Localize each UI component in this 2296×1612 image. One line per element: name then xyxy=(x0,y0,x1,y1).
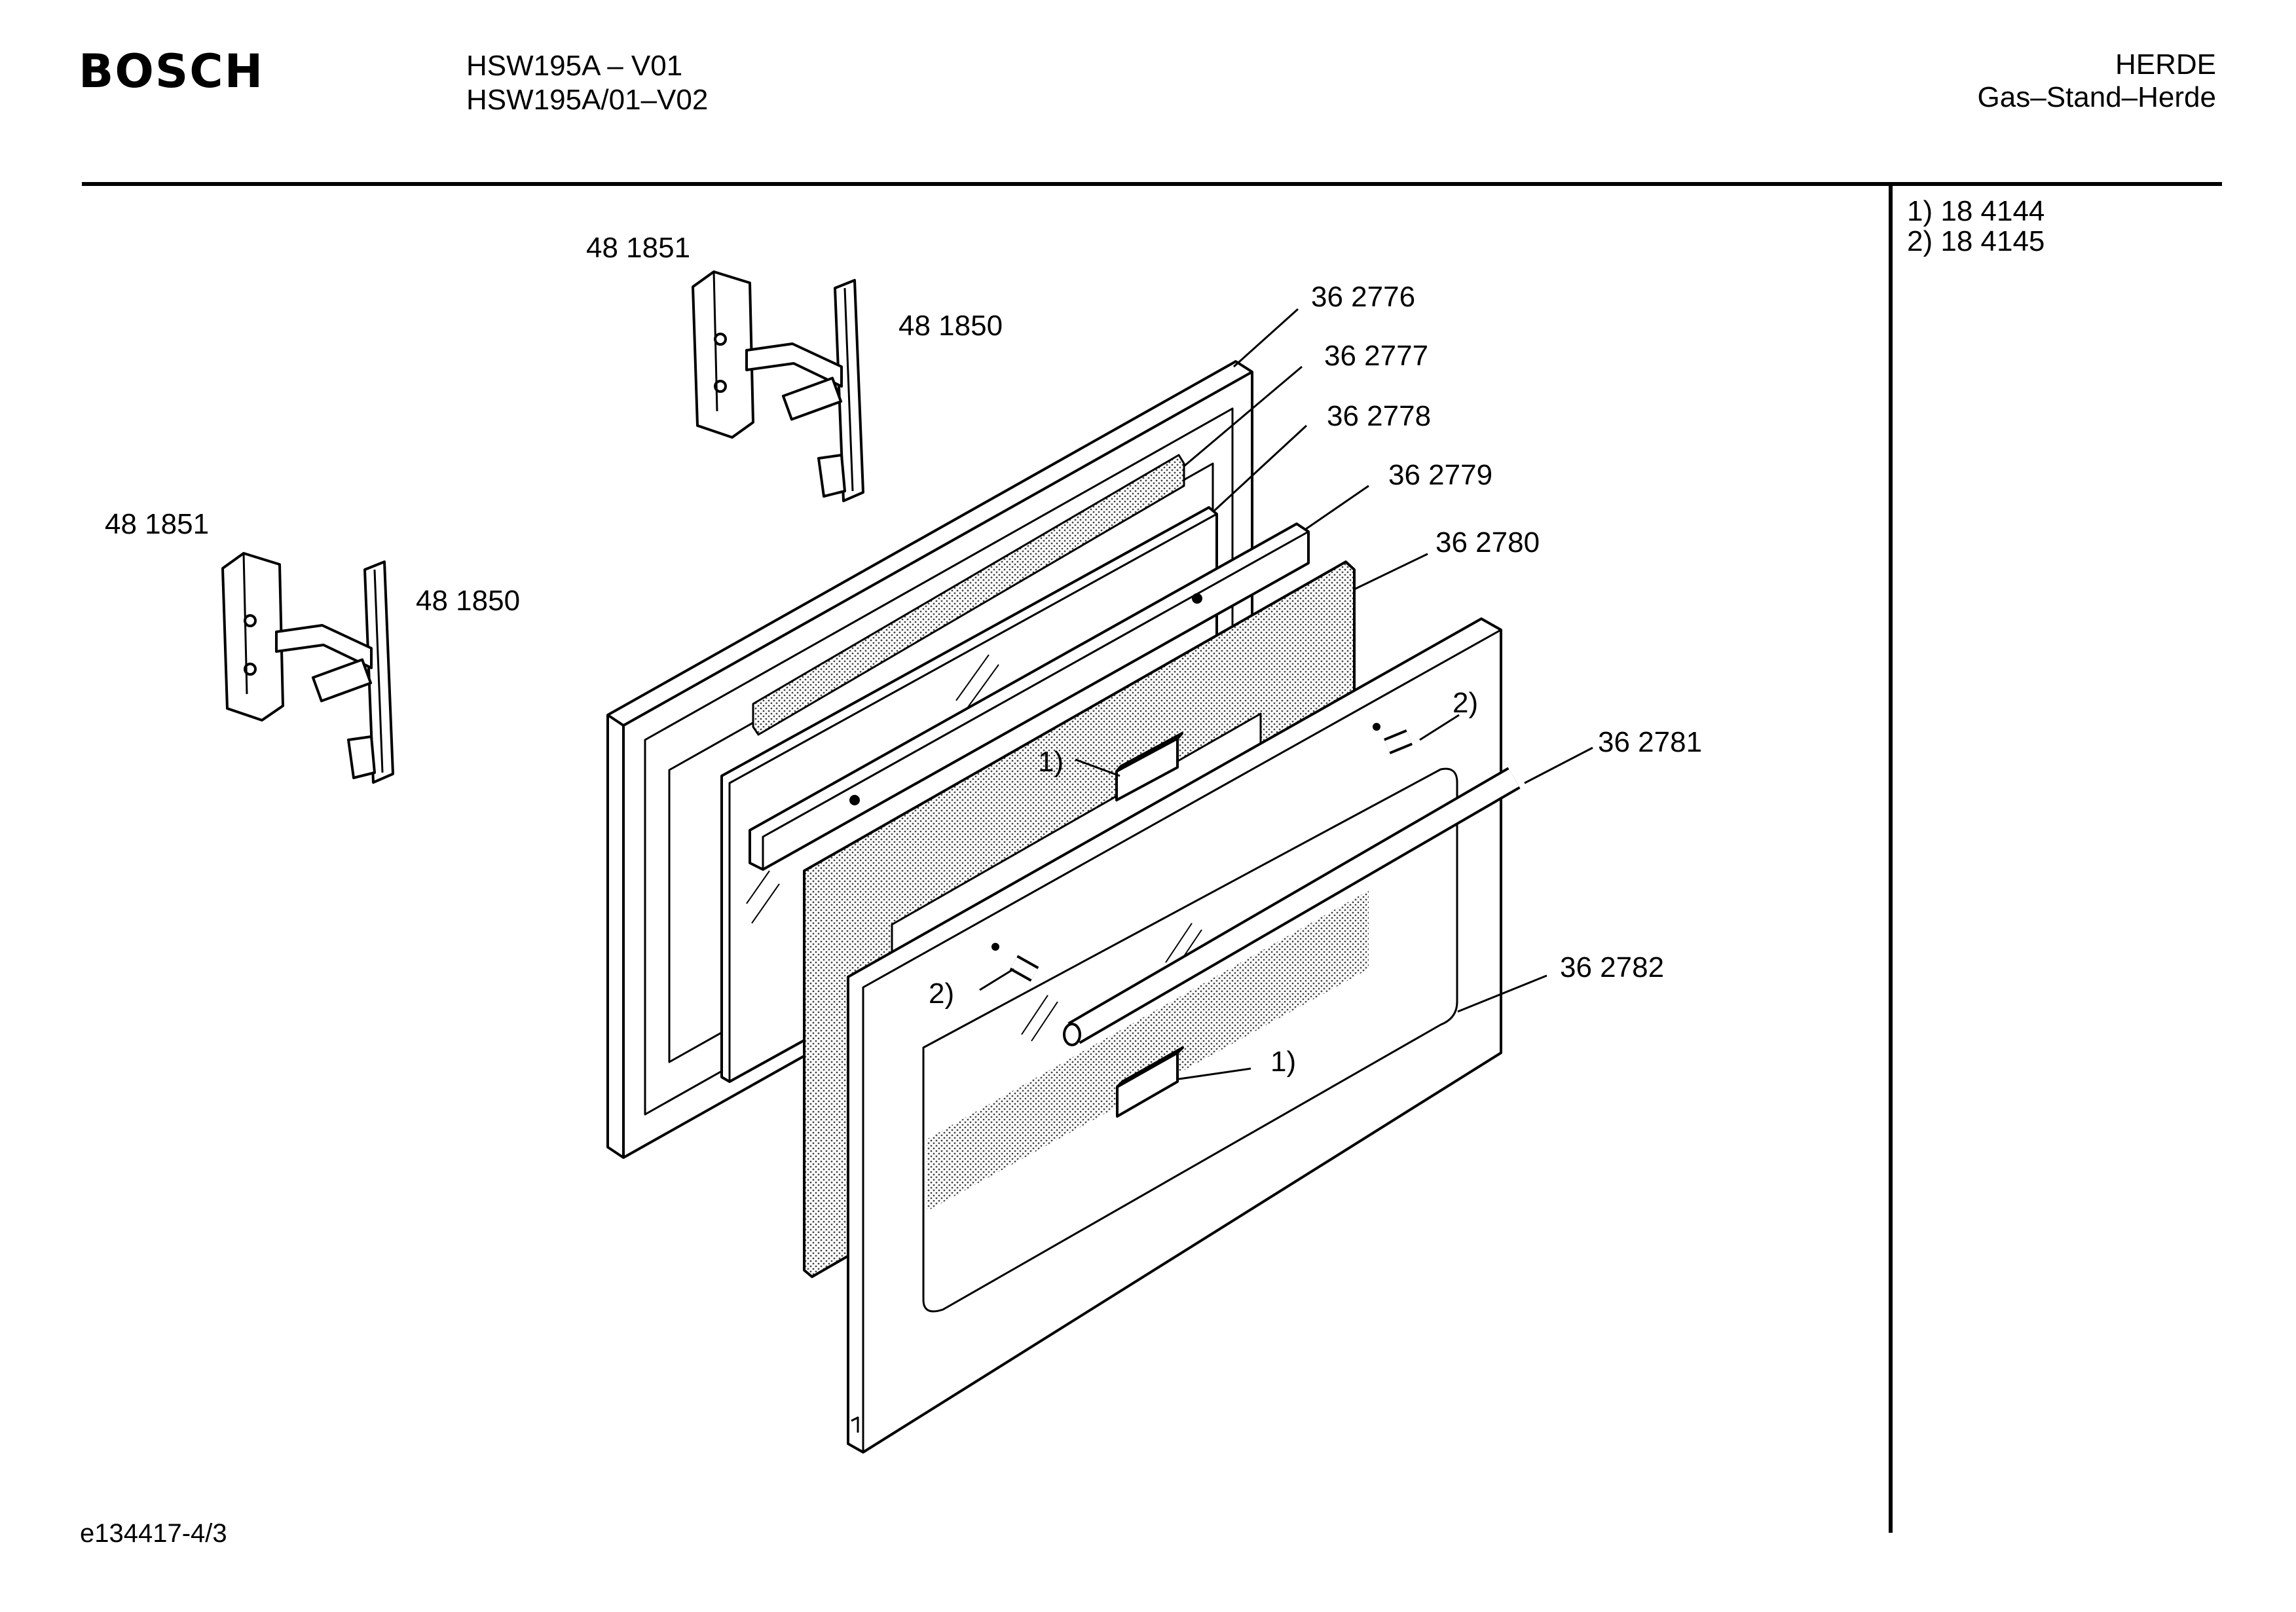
label-hinge-upper-b: 48 1850 xyxy=(898,310,1003,342)
document-id: e134417-4/3 xyxy=(80,1519,227,1548)
leader-lines xyxy=(979,308,1593,1080)
notes-divider xyxy=(1889,184,1893,1533)
callout-ref1-lower: 1) xyxy=(1270,1046,1296,1078)
header-divider xyxy=(82,182,2222,186)
appliance-subcategory: Gas–Stand–Herde xyxy=(1977,81,2216,113)
label-glass-profile: 36 2779 xyxy=(1388,459,1492,491)
label-hinge-upper-a: 48 1851 xyxy=(586,232,690,264)
appliance-category: HERDE xyxy=(2115,48,2216,81)
label-hinge-lower-b: 48 1850 xyxy=(416,585,520,617)
pin-lower xyxy=(991,943,1039,982)
callout-ref2-upper: 2) xyxy=(1453,687,1478,719)
hinge-lower-part xyxy=(221,552,394,784)
clip-block-upper xyxy=(1115,732,1183,801)
note-ref-1: 1) 18 4144 xyxy=(1907,195,2045,227)
brand-logo: BOSCH xyxy=(79,45,265,98)
label-handle: 36 2781 xyxy=(1598,726,1702,758)
seal-part xyxy=(752,454,1185,736)
label-door-frame: 36 2776 xyxy=(1311,281,1415,313)
glass-profile-part xyxy=(749,522,1310,871)
callout-ref2-lower: 2) xyxy=(929,978,954,1010)
model-number: HSW195A – V01 xyxy=(466,50,683,82)
model-variant: HSW195A/01–V02 xyxy=(466,84,709,116)
label-outer-panel: 36 2782 xyxy=(1560,951,1664,983)
callout-ref1-upper: 1) xyxy=(1038,746,1064,778)
note-ref-2: 2) 18 4145 xyxy=(1907,225,2045,257)
pin-upper xyxy=(1373,723,1413,755)
clip-block-lower xyxy=(1116,1046,1184,1118)
label-seal: 36 2777 xyxy=(1324,340,1428,372)
label-hinge-lower-a: 48 1851 xyxy=(105,508,209,540)
hinge-upper-part xyxy=(692,270,864,502)
handle-part xyxy=(1063,767,1521,1046)
outer-panel-part xyxy=(847,617,1502,1454)
label-middle-glass: 36 2780 xyxy=(1435,526,1540,559)
label-inner-glass: 36 2778 xyxy=(1327,400,1431,432)
